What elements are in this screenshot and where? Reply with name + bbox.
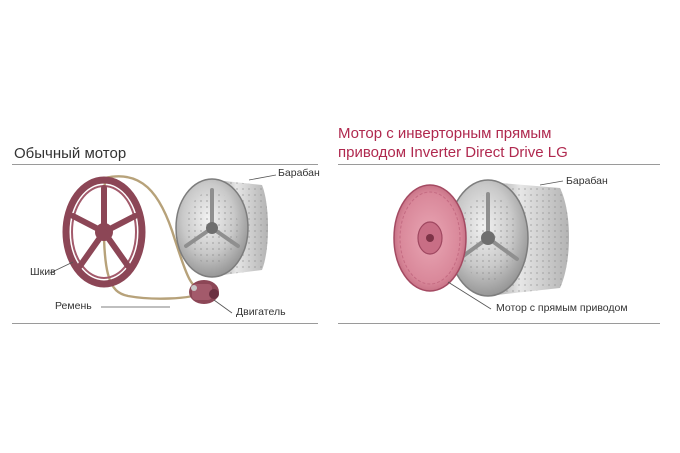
left-panel-title: Обычный мотор bbox=[14, 145, 127, 162]
label-direct-motor: Мотор с прямым приводом bbox=[496, 302, 628, 314]
right-panel-title-line1: Мотор с инверторным прямым bbox=[338, 125, 552, 142]
right-panel-bottom-rule bbox=[338, 323, 660, 324]
label-pulley: Шкив bbox=[30, 266, 56, 278]
direct-drive-motor bbox=[393, 184, 467, 292]
left-leader-lines bbox=[49, 174, 277, 314]
conventional-motor bbox=[189, 280, 219, 304]
right-panel-title-line2: приводом Inverter Direct Drive LG bbox=[338, 144, 568, 161]
right-leader-lines bbox=[447, 180, 564, 310]
label-motor: Двигатель bbox=[236, 306, 286, 318]
pulley bbox=[62, 176, 146, 288]
right-panel-top-rule bbox=[338, 164, 660, 165]
left-panel-bottom-rule bbox=[12, 323, 318, 324]
left-label-drum: Барабан bbox=[278, 167, 320, 179]
label-belt: Ремень bbox=[55, 300, 92, 312]
right-label-drum: Барабан bbox=[566, 175, 608, 187]
left-panel-top-rule bbox=[12, 164, 318, 165]
left-drum bbox=[175, 178, 268, 278]
